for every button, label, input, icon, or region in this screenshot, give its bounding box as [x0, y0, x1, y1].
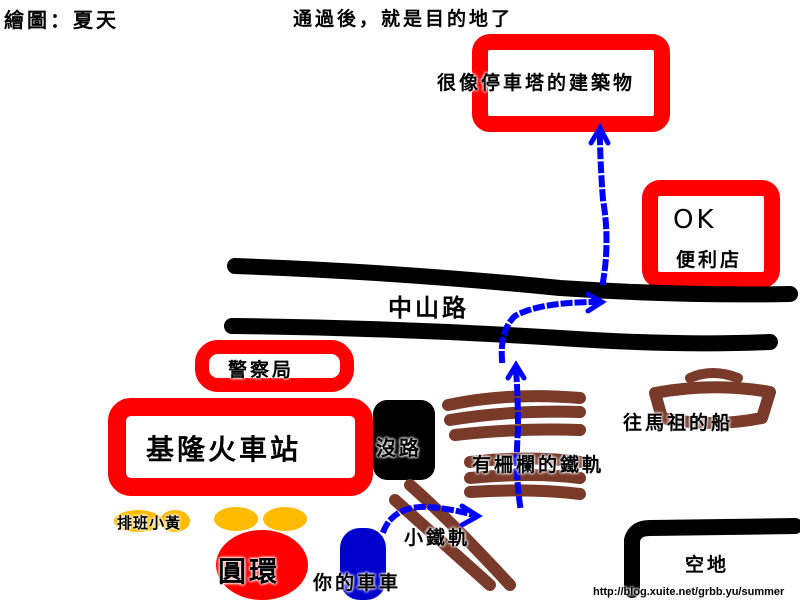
no-road-block [373, 400, 435, 480]
fenced-rail-label: 有柵欄的鐵軌 [472, 454, 605, 476]
police-label: 警察局 [228, 359, 295, 381]
blog-url[interactable]: http://blog.xuite.net/grbb.yu/summer [593, 586, 785, 598]
taxi [263, 507, 307, 531]
route-arrowheads [459, 122, 611, 528]
your-car-label: 你的車車 [313, 572, 402, 594]
taxi-label: 排班小黃 [117, 514, 182, 532]
fenced-rails [442, 390, 586, 500]
no-road-label: 沒路 [376, 436, 422, 460]
roundabout [216, 530, 308, 600]
taxi [114, 510, 162, 532]
empty-lot-outline [624, 518, 800, 598]
small-rails [389, 479, 516, 591]
taxi [214, 507, 258, 531]
road-bottom [224, 318, 778, 352]
ok-store-label-top: OK [673, 205, 717, 235]
ferry-boat [649, 368, 776, 429]
station-label: 基隆火車站 [146, 433, 302, 466]
road-label: 中山路 [388, 294, 469, 322]
empty-lot-label: 空地 [685, 554, 730, 576]
destination-label: 很像停車塔的建築物 [437, 72, 636, 94]
taxi [160, 510, 190, 532]
ok-store-building [642, 180, 780, 288]
ok-store-label-bottom: 便利店 [676, 249, 743, 271]
road-top [227, 258, 798, 303]
hint-label: 通過後，就是目的地了 [293, 8, 514, 30]
roundabout-label: 圓環 [218, 555, 281, 588]
ferry-label: 往馬祖的船 [623, 412, 734, 434]
your-car [340, 528, 386, 600]
small-rail-label: 小鐵軌 [404, 527, 471, 549]
station-building [108, 398, 373, 496]
police-building [195, 340, 354, 392]
credit-label: 繪圖：夏天 [4, 8, 119, 32]
destination-building [472, 34, 670, 132]
route-path [380, 131, 610, 534]
